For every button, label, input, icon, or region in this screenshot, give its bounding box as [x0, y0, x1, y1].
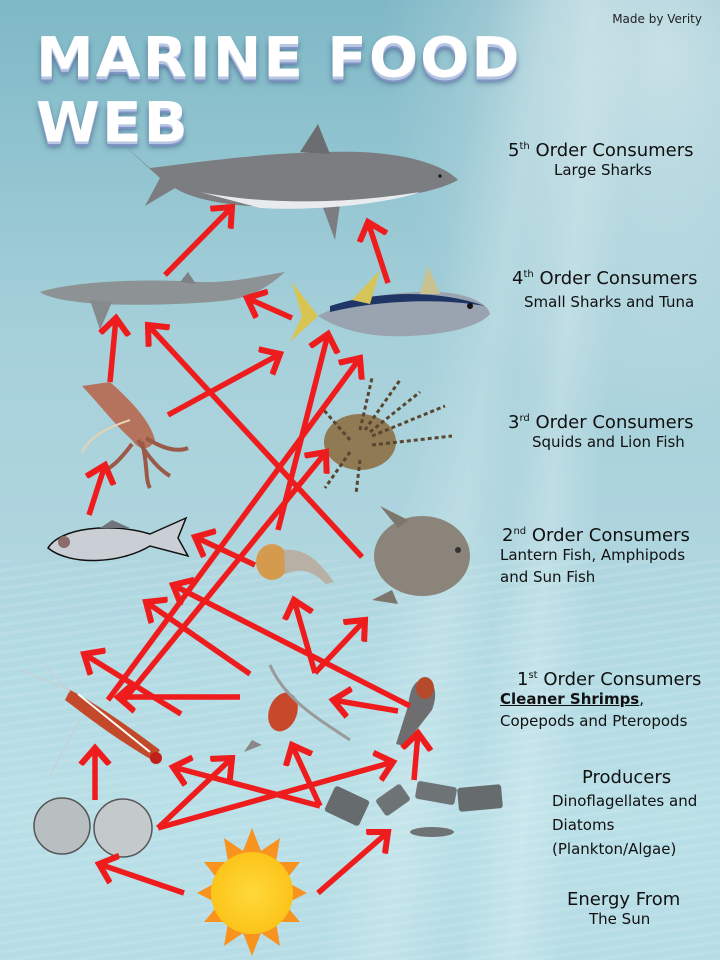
level-4-label: 4th Order Consumers Small Sharks and Tun… [512, 268, 698, 311]
large-shark-icon [118, 124, 458, 240]
lanternfish-icon [47, 516, 190, 562]
page-title: MARINE FOOD WEB [36, 25, 522, 155]
level-2-label: 2nd Order Consumers Lantern Fish, Amphip… [500, 525, 690, 586]
level-5-label: 5th Order Consumers Large Sharks [508, 140, 694, 179]
credit-text: Made by Verity [612, 12, 702, 26]
level-1-label: 1st Order Consumers Cleaner Shrimps, Cop… [500, 669, 702, 730]
sunfish-icon [372, 506, 470, 604]
producers-label: Producers Dinoflagellates and Diatoms (P… [552, 767, 698, 858]
sun-icon [197, 828, 307, 956]
level-2-desc-line1: Lantern Fish, Amphipods [500, 546, 686, 564]
squid-icon [81, 382, 189, 490]
dinoflagellate-icon [33, 797, 153, 858]
level-5-desc: Large Sharks [554, 161, 652, 179]
cleaner-shrimp-icon [19, 659, 162, 776]
lionfish-icon [320, 377, 453, 495]
energy-flow-arrows [84, 207, 418, 896]
level-2-desc-line2: and Sun Fish [500, 568, 596, 586]
cleaner-shrimps-label: Cleaner Shrimps [500, 690, 640, 708]
tuna-icon [290, 266, 490, 342]
level-3-label: 3rd Order Consumers Squids and Lion Fish [508, 412, 694, 451]
amphipod-icon [256, 544, 334, 584]
energy-desc: The Sun [589, 910, 651, 928]
level-3-desc: Squids and Lion Fish [532, 433, 685, 451]
level-4-desc: Small Sharks and Tuna [524, 293, 695, 311]
producers-desc-line1: Dinoflagellates and [552, 792, 698, 810]
diatom-icon [324, 781, 503, 837]
level-1-desc-line2: Copepods and Pteropods [500, 712, 688, 730]
energy-label: Energy From The Sun [567, 889, 681, 928]
producers-desc-line3: (Plankton/Algae) [552, 840, 677, 858]
copepod-icon [244, 664, 351, 752]
producers-desc-line2: Diatoms [552, 816, 615, 834]
